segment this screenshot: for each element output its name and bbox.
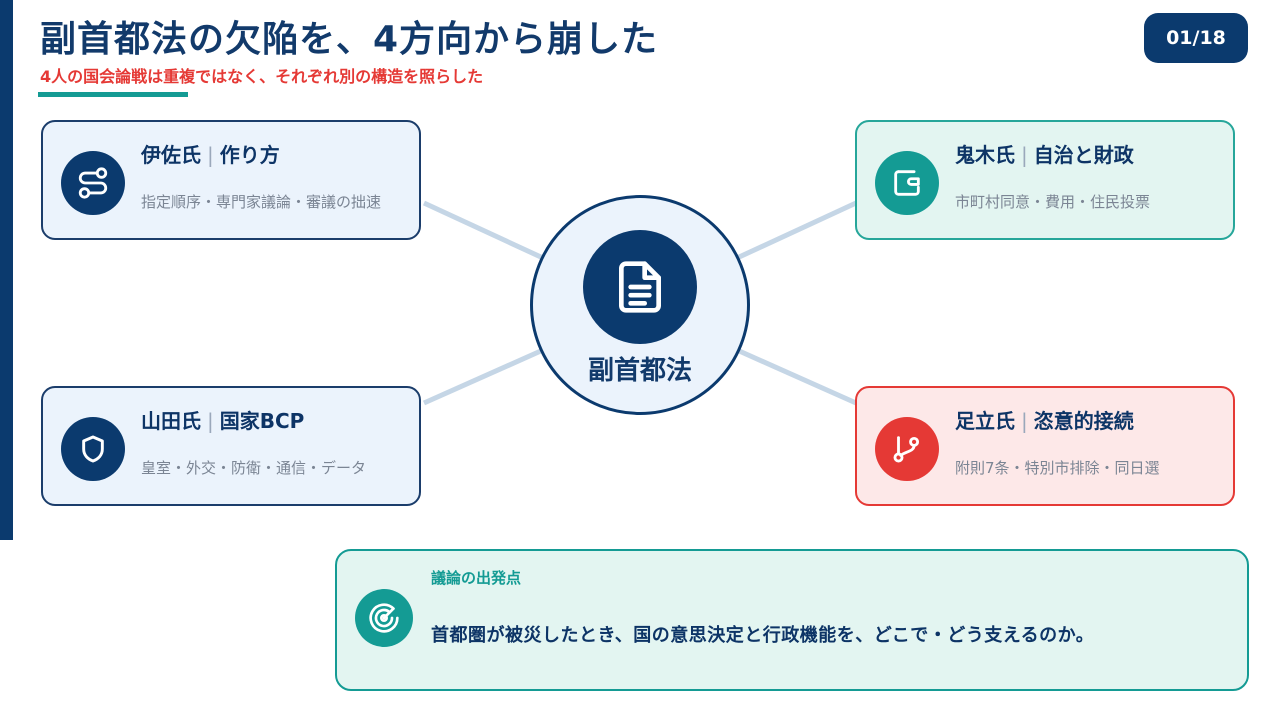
card-yamada: 山田氏|国家BCP 皇室・外交・防衛・通信・データ xyxy=(41,386,421,506)
connector-line-bottom-left xyxy=(422,347,545,406)
card-heading: 山田氏|国家BCP xyxy=(141,405,304,434)
callout-text: 首都圏が被災したとき、国の意思決定と行政機能を、どこで・どう支えるのか。 xyxy=(431,625,1095,646)
document-icon xyxy=(583,230,697,344)
card-topic: 国家BCP xyxy=(219,409,305,433)
shield-icon xyxy=(61,417,125,481)
radar-icon xyxy=(355,589,413,647)
page-subtitle: 4人の国会論戦は重複ではなく、それぞれ別の構造を照らした xyxy=(40,67,484,86)
wallet-icon xyxy=(875,151,939,215)
connector-line-top-right xyxy=(735,200,858,261)
card-isa: 伊佐氏|作り方 指定順序・専門家議論・審議の拙速 xyxy=(41,120,421,240)
heading-separator: | xyxy=(1021,409,1028,433)
starting-point-callout: 議論の出発点 首都圏が被災したとき、国の意思決定と行政機能を、どこで・どう支える… xyxy=(335,549,1249,691)
person-name: 山田氏 xyxy=(141,409,201,433)
card-description: 市町村同意・費用・住民投票 xyxy=(955,193,1151,211)
person-name: 鬼木氏 xyxy=(955,143,1015,167)
card-adachi: 足立氏|恣意的接続 附則7条・特別市排除・同日選 xyxy=(855,386,1235,506)
callout-label: 議論の出発点 xyxy=(431,569,522,587)
card-heading: 伊佐氏|作り方 xyxy=(141,139,280,168)
card-description: 附則7条・特別市排除・同日選 xyxy=(955,459,1160,477)
route-icon xyxy=(61,151,125,215)
card-heading: 鬼木氏|自治と財政 xyxy=(955,139,1134,168)
left-accent-bar xyxy=(0,0,13,540)
person-name: 伊佐氏 xyxy=(141,143,201,167)
heading-separator: | xyxy=(207,143,214,167)
hub-label: 副首都法 xyxy=(587,356,692,386)
connector-line-bottom-right xyxy=(735,347,858,406)
card-description: 皇室・外交・防衛・通信・データ xyxy=(141,459,367,477)
page-number-badge: 01/18 xyxy=(1144,13,1248,63)
connector-line-top-left xyxy=(422,200,545,261)
central-hub: 副首都法 xyxy=(530,195,750,415)
card-oniki: 鬼木氏|自治と財政 市町村同意・費用・住民投票 xyxy=(855,120,1235,240)
heading-separator: | xyxy=(207,409,214,433)
page-title: 副首都法の欠陥を、4方向から崩した xyxy=(40,19,659,60)
card-description: 指定順序・専門家議論・審議の拙速 xyxy=(141,193,382,211)
subtitle-underline xyxy=(38,92,188,97)
branch-icon xyxy=(875,417,939,481)
card-topic: 恣意的接続 xyxy=(1033,409,1134,433)
card-topic: 作り方 xyxy=(219,143,280,167)
heading-separator: | xyxy=(1021,143,1028,167)
card-topic: 自治と財政 xyxy=(1033,143,1134,167)
person-name: 足立氏 xyxy=(955,409,1015,433)
card-heading: 足立氏|恣意的接続 xyxy=(955,405,1134,434)
